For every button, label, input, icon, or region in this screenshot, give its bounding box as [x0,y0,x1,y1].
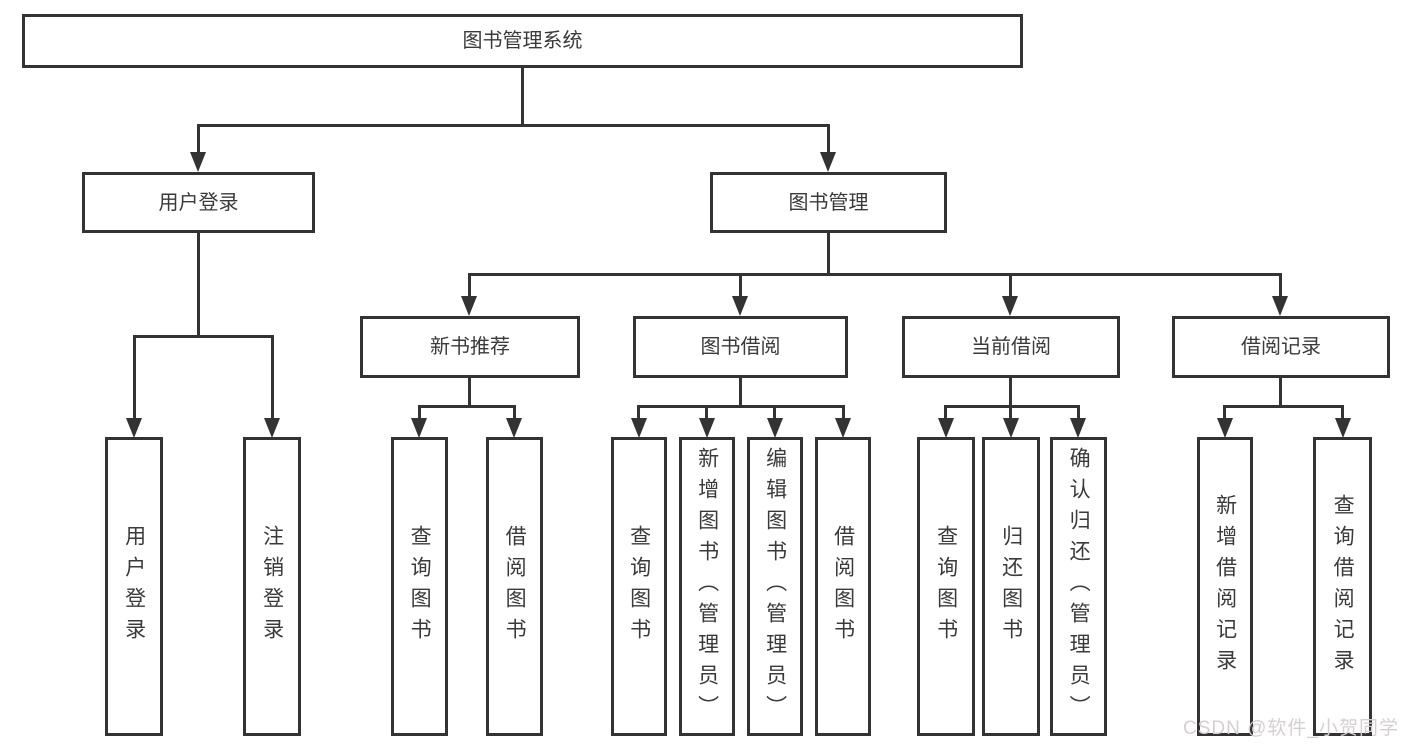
connector-stem-bb-borrow [842,405,845,424]
node-user-login: 用户登录 [82,172,315,233]
arrow-to-user-login [190,152,206,172]
node-leaf-return-books: 归还图书 [982,437,1040,736]
connector-stem-bb-edit [773,405,776,424]
node-leaf-query-borrow-record: 查询借阅记录 [1313,437,1372,736]
arrow-to-nbr-borrow [506,418,522,438]
connector-bookmgmt-trunk [827,233,830,276]
connector-stem-cb-query [944,405,947,424]
arrow-to-leaf-login [126,418,142,438]
connector-bookmgmt-split [468,273,1282,276]
node-library-management-system: 图书管理系统 [22,14,1023,68]
connector-borrowrecords-split [1223,405,1344,408]
arrow-to-book-mgmt [820,152,836,172]
node-leaf-logout: 注销登录 [243,437,301,736]
arrow-to-bb-borrow [835,418,851,438]
connector-stem-nbr-borrow [513,405,516,424]
connector-newbook-split [418,405,516,408]
connector-userlogin-split [133,335,274,338]
arrow-to-currentborrow [1002,296,1018,316]
connector-stem-bb-add [705,405,708,424]
connector-stem-newbook [468,273,471,302]
connector-newbook-trunk [468,378,471,408]
connector-stem-bookborrow [739,273,742,302]
connector-stem-br-add [1223,405,1226,424]
arrow-to-cb-return [1003,418,1019,438]
node-leaf-borrow-books-2: 借阅图书 [815,437,871,736]
node-leaf-add-books-admin: 新增图书（管理员） [679,437,735,736]
arrow-to-bookborrow [732,296,748,316]
connector-stem-br-query [1341,405,1344,424]
arrow-to-newbook [461,296,477,316]
connector-bookborrow-trunk [739,378,742,408]
arrow-to-bb-add [699,418,715,438]
arrow-to-br-add [1217,418,1233,438]
arrow-to-bb-query [631,418,647,438]
node-current-borrowing: 当前借阅 [902,316,1120,378]
connector-stem-nbr-query [418,405,421,424]
connector-stem-cb-confirm [1077,405,1080,424]
arrow-to-br-query [1335,418,1351,438]
connector-userlogin-trunk [197,233,200,338]
node-leaf-query-books-2: 查询图书 [611,437,667,736]
connector-stem-currentborrow [1009,273,1012,302]
connector-stem-book-mgmt [827,124,830,158]
node-leaf-borrow-books-1: 借阅图书 [486,437,543,736]
connector-stem-user-login [197,124,200,158]
node-leaf-edit-books-admin: 编辑图书（管理员） [747,437,803,736]
arrow-to-cb-query [938,418,954,438]
arrow-to-leaf-logout [264,418,280,438]
connector-stem-leaf-logout [271,335,274,424]
node-leaf-confirm-return-admin: 确认归还（管理员） [1050,437,1107,736]
node-leaf-query-books-3: 查询图书 [917,437,975,736]
node-leaf-add-borrow-record: 新增借阅记录 [1197,437,1253,736]
arrow-to-cb-confirm [1070,418,1086,438]
connector-borrowrecords-trunk [1279,378,1282,408]
node-leaf-user-login: 用户登录 [105,437,163,736]
connector-root-trunk [521,68,524,127]
arrow-to-borrowrecords [1272,296,1288,316]
arrow-to-bb-edit [767,418,783,438]
connector-currentborrow-split [944,405,1080,408]
connector-stem-bb-query [637,405,640,424]
connector-root-split [197,124,830,127]
csdn-watermark: CSDN @软件_小贺同学 [1183,718,1399,739]
node-book-management: 图书管理 [710,172,947,233]
connector-bookborrow-split [637,405,845,408]
node-book-borrowing: 图书借阅 [633,316,848,378]
arrow-to-nbr-query [411,418,427,438]
connector-stem-borrowrecords [1279,273,1282,302]
node-new-book-recommend: 新书推荐 [360,316,580,378]
node-leaf-query-books-1: 查询图书 [391,437,448,736]
connector-stem-leaf-login [133,335,136,424]
connector-currentborrow-trunk [1009,378,1012,408]
node-borrowing-records: 借阅记录 [1172,316,1390,378]
connector-stem-cb-return [1009,405,1012,424]
